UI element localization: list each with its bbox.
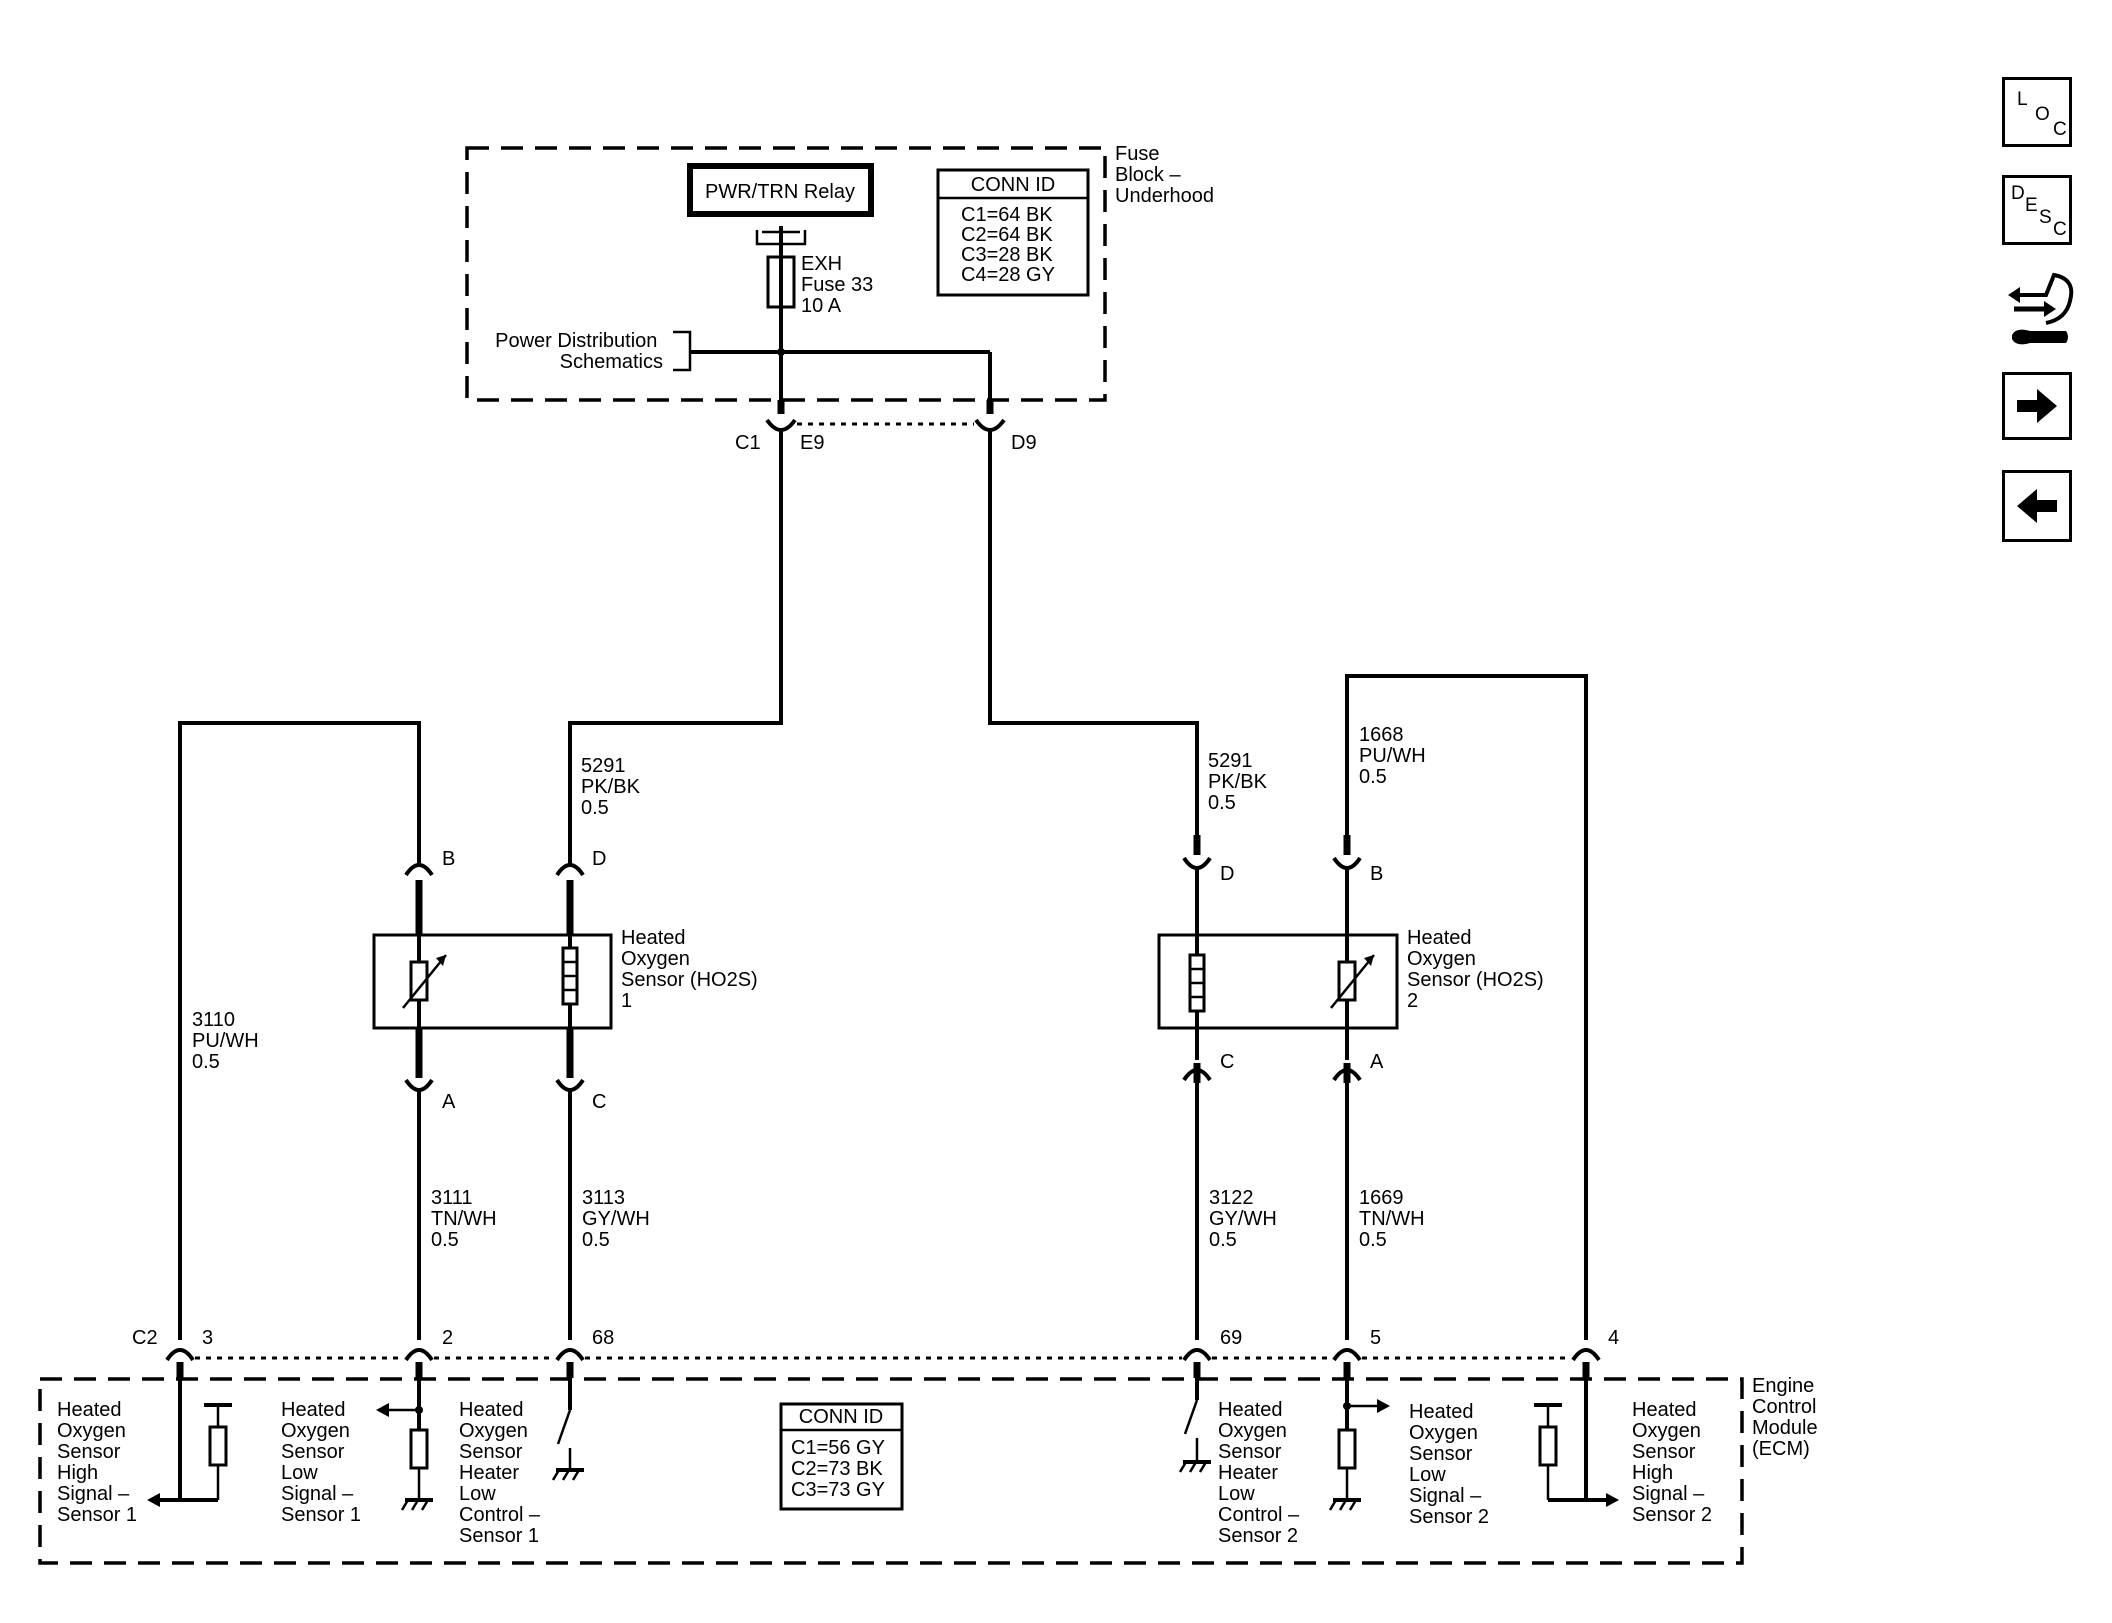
wire-label-3110: 3110 PU/WH 0.5: [192, 1009, 264, 1073]
fuse-block-underhood: Fuse Block – Underhood PWR/TRN Relay EXH…: [465, 143, 1214, 412]
heated-oxygen-sensor-1: B D Heated Oxygen Sensor (HO2S) 1: [372, 848, 763, 1113]
desc-letter-s: S: [2039, 207, 2052, 228]
previous-page-button[interactable]: [2002, 470, 2072, 542]
wire-label-3113: 3113 GY/WH 0.5: [582, 1187, 655, 1251]
fuse-block-conn-id: CONN ID C1=64 BK C2=64 BK C3=28 BK C4=28…: [936, 168, 1090, 297]
svg-text:D: D: [592, 848, 606, 870]
ecm-circuit-high-signal-sensor-2: Heated Oxygen Sensor High Signal – Senso…: [1534, 1378, 1712, 1526]
svg-text:5: 5: [1370, 1327, 1381, 1349]
svg-text:CONN ID: CONN ID: [971, 174, 1055, 196]
fuse-block-label: Fuse Block – Underhood: [1115, 143, 1214, 207]
svg-text:E9: E9: [800, 432, 824, 454]
svg-text:C1=56 GY C2=73 BK: C1=56 GY C2=73 BK C3=73 GY: [791, 1437, 890, 1501]
ecm-conn-id: CONN ID C1=56 GY C2=73 BK C3=73 GY: [779, 1402, 904, 1511]
svg-text:A: A: [1370, 1051, 1384, 1073]
loc-letter-l: L: [2017, 89, 2028, 110]
svg-text:D: D: [1220, 863, 1234, 885]
next-page-button[interactable]: [2002, 372, 2072, 440]
svg-text:Heated Oxygen: Heated Oxygen Sensor High Signal – Senso…: [1632, 1399, 1712, 1526]
loc-button[interactable]: L O C: [2002, 77, 2072, 147]
svg-text:C1=64 BK C2=64 BK: C1=64 BK C2=64 BK C3=28 BK C4=28 GY: [961, 204, 1058, 286]
wire-label-1669: 1669 TN/WH 0.5: [1359, 1187, 1430, 1251]
connector-end-view-icon: [2008, 272, 2074, 345]
heater-element-1: [561, 935, 579, 1028]
ecm-connector-c2: C2 3 2 68 69 5 4: [132, 1327, 1619, 1378]
svg-text:4: 4: [1608, 1327, 1619, 1349]
sensor-1-label: Heated Oxygen Sensor (HO2S) 1: [621, 927, 763, 1012]
pwr-trn-relay-box: [687, 163, 874, 217]
wire-label-5291-left: 5291 PK/BK 0.5: [581, 755, 645, 819]
sensor-2-label: Heated Oxygen Sensor (HO2S) 2: [1407, 927, 1549, 1012]
arrow-left-icon: [2017, 489, 2057, 523]
heated-oxygen-sensor-2: D B Heated Oxygen Sensor (HO2S) 2: [1157, 835, 1549, 1083]
wire-label-1668: 1668 PU/WH 0.5: [1359, 724, 1431, 788]
loc-letter-o: O: [2035, 104, 2050, 125]
wire-label-3111: 3111 TN/WH 0.5: [431, 1187, 502, 1251]
svg-text:D9: D9: [1011, 432, 1037, 454]
ecm-circuit-high-signal-sensor-1: Heated Oxygen Sensor High Signal – Senso…: [57, 1378, 232, 1526]
wire-1668: [1345, 674, 1588, 1340]
svg-text:CONN ID: CONN ID: [799, 1406, 883, 1428]
svg-text:Heated Oxygen: Heated Oxygen Sensor Heater Low Control …: [1218, 1399, 1305, 1547]
loc-letter-c: C: [2053, 119, 2067, 140]
engine-control-module: Engine Control Module (ECM) C2 3 2 68 69…: [38, 1327, 1823, 1565]
desc-letter-d: D: [2011, 183, 2025, 204]
svg-text:68: 68: [592, 1327, 614, 1349]
svg-text:C: C: [592, 1091, 606, 1113]
connector-end-view-button[interactable]: [2006, 265, 2076, 353]
svg-text:69: 69: [1220, 1327, 1242, 1349]
ecm-circuit-low-signal-sensor-2: Heated Oxygen Sensor Low Signal – Sensor…: [1328, 1378, 1489, 1528]
svg-text:2: 2: [442, 1327, 453, 1349]
wire-3110: [178, 721, 421, 1340]
heater-element-2: [1188, 935, 1206, 1028]
pwr-trn-relay-label: PWR/TRN Relay: [705, 181, 855, 203]
svg-text:B: B: [1370, 863, 1383, 885]
wire-5291-left: [568, 430, 783, 865]
svg-text:3: 3: [202, 1327, 213, 1349]
svg-text:B: B: [442, 848, 455, 870]
svg-text:C1: C1: [735, 432, 761, 454]
svg-text:C2: C2: [132, 1327, 158, 1349]
svg-text:A: A: [442, 1091, 456, 1113]
power-distribution-reference: Power Distribution Schematics: [495, 330, 663, 373]
svg-text:Heated Oxygen: Heated Oxygen Sensor Low Signal – Sensor…: [281, 1399, 361, 1526]
exh-fuse-label: EXH Fuse 33 10 A: [801, 253, 879, 317]
oxygen-sensing-element-2: [1330, 935, 1375, 1028]
ecm-circuit-heater-control-sensor-1: Heated Oxygen Sensor Heater Low Control …: [459, 1378, 584, 1547]
desc-letter-e: E: [2025, 195, 2038, 216]
svg-text:Heated Oxygen: Heated Oxygen Sensor Low Signal – Sensor…: [1409, 1401, 1489, 1528]
arrow-right-icon: [2017, 389, 2057, 423]
ecm-circuit-low-signal-sensor-1: Heated Oxygen Sensor Low Signal – Sensor…: [281, 1378, 433, 1526]
svg-text:C: C: [1220, 1051, 1234, 1073]
ecm-circuit-heater-control-sensor-2: Heated Oxygen Sensor Heater Low Control …: [1178, 1378, 1305, 1547]
desc-button[interactable]: D E S C: [2002, 175, 2072, 245]
ecm-boundary: [38, 1377, 1744, 1565]
wire-5291-right: [988, 430, 1199, 848]
desc-letter-c: C: [2053, 219, 2067, 240]
fuse-block-boundary: [465, 146, 1107, 402]
wire-label-3122: 3122 GY/WH 0.5: [1209, 1187, 1282, 1251]
ecm-label: Engine Control Module (ECM): [1752, 1375, 1823, 1460]
svg-text:Heated Oxygen: Heated Oxygen Sensor Heater Low Control …: [459, 1399, 546, 1547]
svg-text:Heated Oxygen: Heated Oxygen Sensor High Signal – Senso…: [57, 1399, 137, 1526]
wire-label-5291-right: 5291 PK/BK 0.5: [1208, 750, 1272, 814]
oxygen-sensing-element-1: [402, 935, 447, 1028]
